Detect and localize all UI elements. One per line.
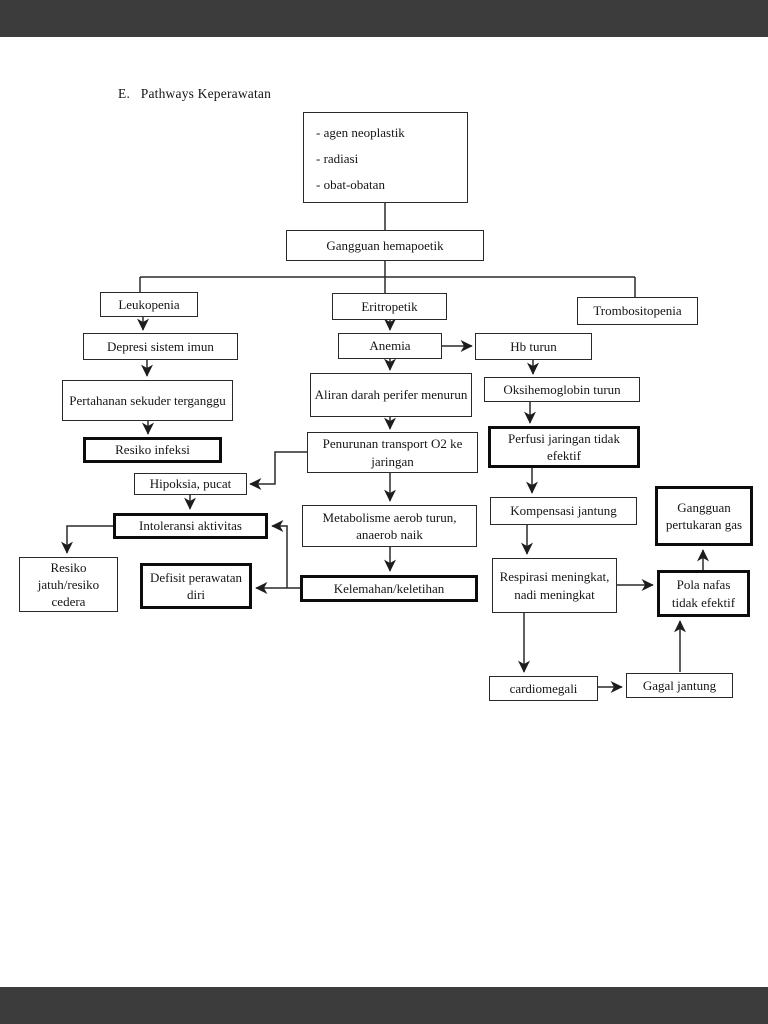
node-intoleransi-aktivitas: Intoleransi aktivitas [113, 513, 268, 539]
node-leukopenia: Leukopenia [100, 292, 198, 317]
cause-item: - agen neoplastik [316, 125, 405, 140]
node-resiko-jatuh: Resiko jatuh/resiko cedera [19, 557, 118, 612]
node-hipoksia-pucat: Hipoksia, pucat [134, 473, 247, 495]
node-respirasi-meningkat: Respirasi meningkat, nadi meningkat [492, 558, 617, 613]
node-oksihemoglobin-turun: Oksihemoglobin turun [484, 377, 640, 402]
cause-item: - radiasi [316, 151, 359, 166]
node-kelemahan-keletihan: Kelemahan/keletihan [300, 575, 478, 602]
node-gagal-jantung: Gagal jantung [626, 673, 733, 698]
node-pertahanan-sekuder: Pertahanan sekuder terganggu [62, 380, 233, 421]
node-penurunan-transport: Penurunan transport O2 ke jaringan [307, 432, 478, 473]
node-resiko-infeksi: Resiko infeksi [83, 437, 222, 463]
viewer-bottom-bar [0, 987, 768, 1024]
node-kompensasi-jantung: Kompensasi jantung [490, 497, 637, 525]
node-gangguan-pertukaran-gas: Gangguan pertukaran gas [655, 486, 753, 546]
node-causes: - agen neoplastik - radiasi - obat-obata… [303, 112, 468, 203]
node-defisit-perawatan: Defisit perawatan diri [140, 563, 252, 609]
node-trombositopenia: Trombositopenia [577, 297, 698, 325]
node-aliran-darah: Aliran darah perifer menurun [310, 373, 472, 417]
node-pola-nafas: Pola nafas tidak efektif [657, 570, 750, 617]
cause-item: - obat-obatan [316, 177, 385, 192]
node-cardiomegali: cardiomegali [489, 676, 598, 701]
node-anemia: Anemia [338, 333, 442, 359]
node-gangguan-hemapoetik: Gangguan hemapoetik [286, 230, 484, 261]
viewer-top-bar [0, 0, 768, 37]
node-depresi-sistem-imun: Depresi sistem imun [83, 333, 238, 360]
node-metabolisme-aerob: Metabolisme aerob turun, anaerob naik [302, 505, 477, 547]
node-eritropetik: Eritropetik [332, 293, 447, 320]
section-title: E. Pathways Keperawatan [118, 86, 272, 101]
node-hb-turun: Hb turun [475, 333, 592, 360]
node-perfusi-jaringan: Perfusi jaringan tidak efektif [488, 426, 640, 468]
